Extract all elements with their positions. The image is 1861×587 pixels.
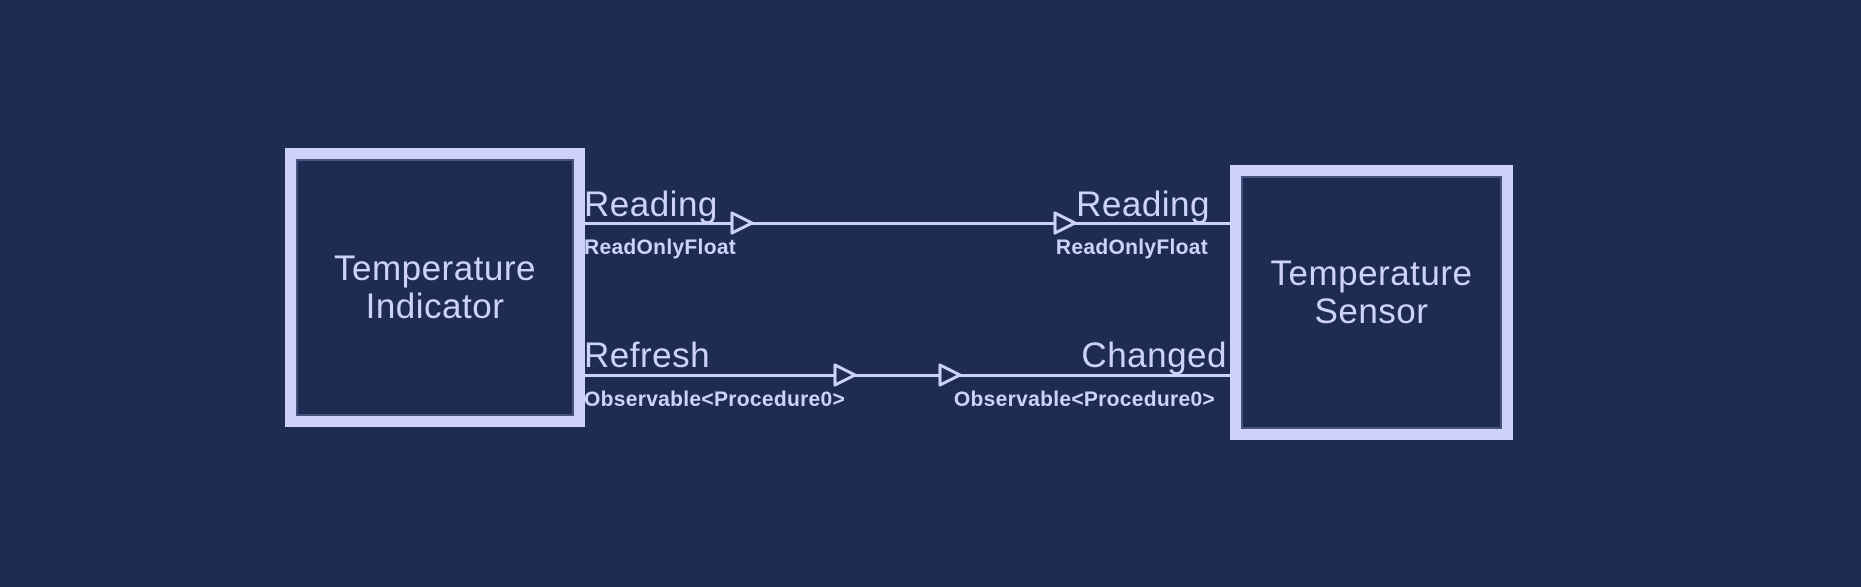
node-title-line: Sensor bbox=[1314, 291, 1429, 331]
connection-wire-refresh-changed bbox=[585, 374, 1230, 377]
node-title: Temperature Indicator bbox=[334, 248, 536, 326]
property-name-label: Refresh bbox=[584, 336, 711, 375]
open-arrowhead-right-icon bbox=[938, 363, 962, 387]
connection-wire-reading bbox=[585, 222, 1230, 225]
node-title-line: Temperature bbox=[334, 248, 536, 288]
property-name-label: Reading bbox=[1076, 185, 1210, 224]
property-name-label: Reading bbox=[584, 185, 718, 224]
property-type-label: Observable<Procedure0> bbox=[953, 388, 1215, 411]
open-arrowhead-right-icon bbox=[833, 363, 857, 387]
open-arrowhead-right-icon bbox=[1053, 211, 1077, 235]
property-type-label: ReadOnlyFloat bbox=[584, 236, 737, 259]
node-title-line: Indicator bbox=[365, 286, 505, 326]
property-type-label: ReadOnlyFloat bbox=[1055, 236, 1208, 259]
open-arrowhead-right-icon bbox=[730, 211, 754, 235]
property-name-label: Changed bbox=[1081, 336, 1227, 375]
node-temperature-indicator: Temperature Indicator bbox=[285, 148, 585, 427]
node-title: Temperature Sensor bbox=[1270, 253, 1473, 331]
property-type-label: Observable<Procedure0> bbox=[584, 388, 846, 411]
node-temperature-sensor: Temperature Sensor bbox=[1230, 165, 1513, 440]
node-title-line: Temperature bbox=[1270, 253, 1473, 293]
